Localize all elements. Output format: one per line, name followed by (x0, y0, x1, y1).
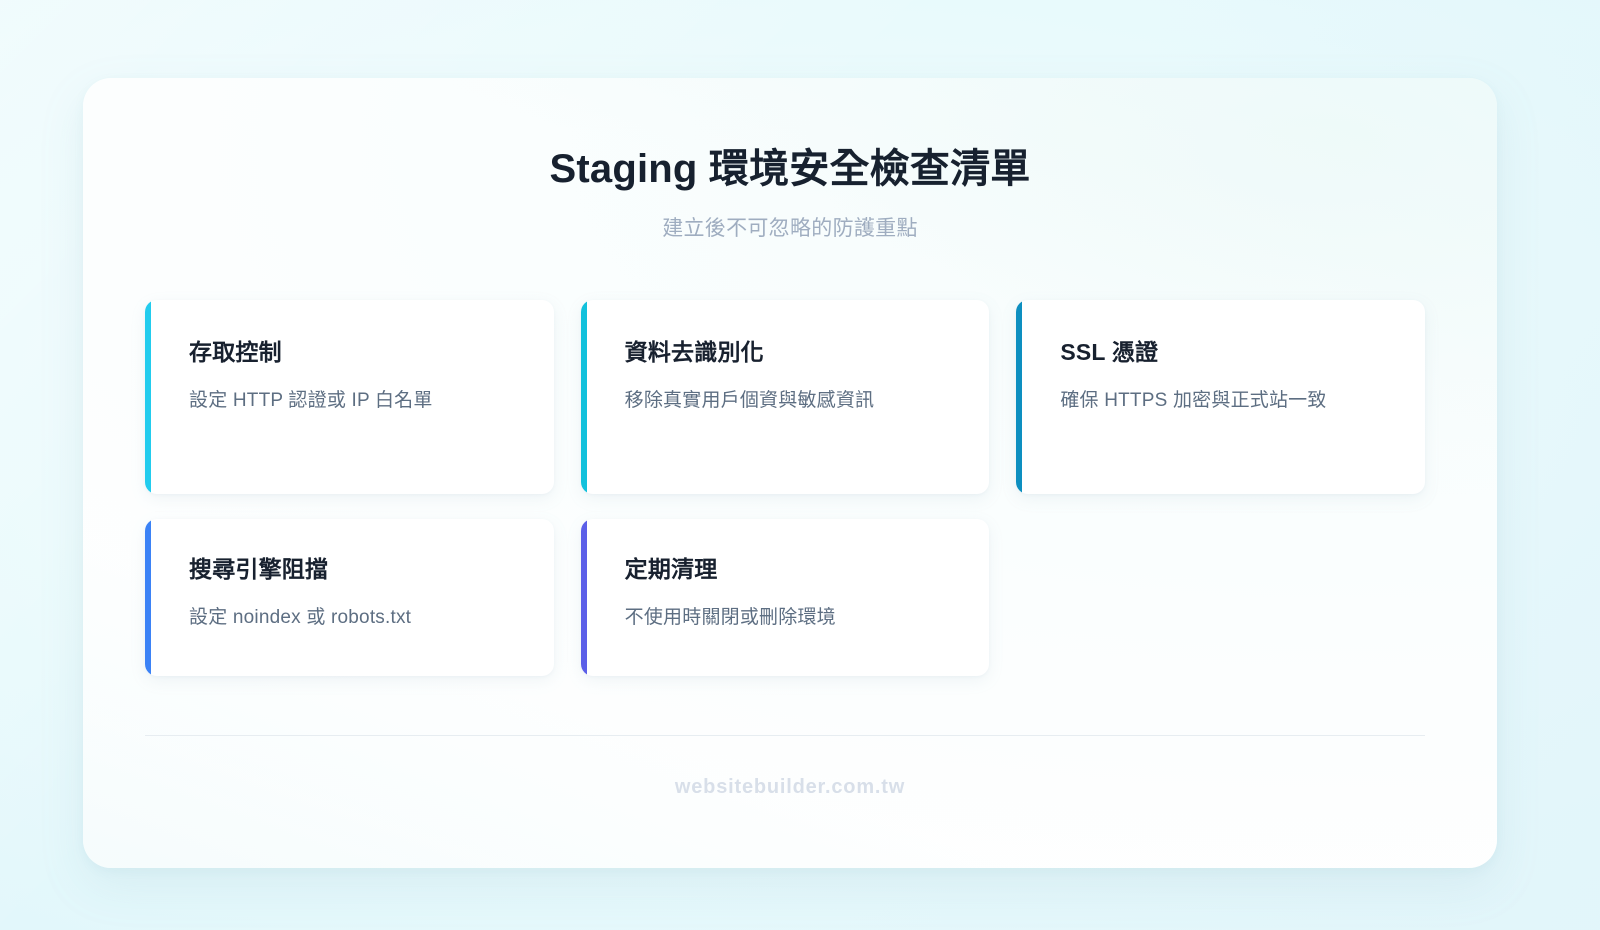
checklist-card-grid: 存取控制 設定 HTTP 認證或 IP 白名單 資料去識別化 移除真實用戶個資與… (145, 300, 1425, 676)
page-subtitle: 建立後不可忽略的防護重點 (662, 217, 918, 241)
card-description: 確保 HTTPS 加密與正式站一致 (1060, 389, 1327, 411)
card-title: 資料去識別化 (624, 339, 764, 365)
checklist-panel: Staging 環境安全檢查清單 建立後不可忽略的防護重點 存取控制 設定 HT… (83, 78, 1497, 868)
card-accent-bar (580, 300, 587, 494)
checklist-card-access-control[interactable]: 存取控制 設定 HTTP 認證或 IP 白名單 (145, 300, 554, 494)
footer-divider (145, 735, 1425, 736)
panel-footer: websitebuilder.com.tw (83, 776, 1497, 799)
checklist-card-ssl-certificate[interactable]: SSL 憑證 確保 HTTPS 加密與正式站一致 (1016, 300, 1425, 494)
card-description: 設定 HTTP 認證或 IP 白名單 (189, 389, 433, 411)
checklist-card-data-anonymization[interactable]: 資料去識別化 移除真實用戶個資與敏感資訊 (580, 300, 990, 494)
card-title: 搜尋引擎阻擋 (189, 556, 329, 582)
card-accent-bar (145, 519, 151, 676)
panel-header: Staging 環境安全檢查清單 建立後不可忽略的防護重點 (83, 78, 1497, 242)
card-accent-bar (145, 300, 151, 494)
checklist-card-regular-cleanup[interactable]: 定期清理 不使用時關閉或刪除環境 (580, 519, 990, 676)
footer-brand: websitebuilder.com.tw (674, 776, 906, 798)
card-accent-bar (1016, 300, 1023, 494)
card-accent-bar (580, 519, 587, 676)
card-title: SSL 憑證 (1060, 339, 1159, 365)
card-description: 設定 noindex 或 robots.txt (189, 606, 412, 628)
page-title: Staging 環境安全檢查清單 (549, 147, 1031, 191)
card-title: 定期清理 (624, 556, 718, 582)
checklist-card-search-engine-blocking[interactable]: 搜尋引擎阻擋 設定 noindex 或 robots.txt (145, 519, 554, 676)
card-description: 不使用時關閉或刪除環境 (624, 606, 836, 628)
card-description: 移除真實用戶個資與敏感資訊 (624, 389, 875, 411)
card-title: 存取控制 (189, 339, 282, 365)
